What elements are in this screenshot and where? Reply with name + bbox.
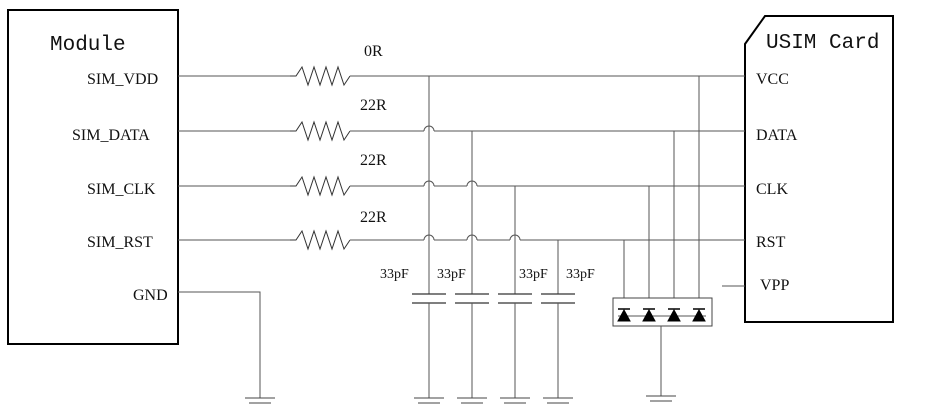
cap-value-clk: 33pF — [519, 267, 548, 282]
resistor-clk — [290, 175, 351, 197]
esd-package — [612, 297, 713, 327]
card-pin-vpp: VPP — [760, 277, 789, 294]
capacitor-data — [455, 131, 489, 404]
card-pin-vcc: VCC — [756, 71, 789, 88]
card-pin-data: DATA — [756, 127, 798, 144]
cap-value-data: 33pF — [437, 267, 466, 282]
resistor-data — [290, 120, 351, 142]
module-pin-gnd: GND — [133, 287, 168, 304]
module-pin-sim-rst: SIM_RST — [87, 234, 153, 251]
esd-diode-array — [612, 76, 713, 402]
card-pin-rst: RST — [756, 234, 786, 251]
module-pin-sim-data: SIM_DATA — [72, 127, 150, 144]
capacitor-vdd — [412, 76, 446, 404]
cap-value-vdd: 33pF — [380, 267, 409, 282]
esd-diode — [667, 308, 681, 322]
cap-value-rst: 33pF — [566, 267, 595, 282]
capacitor-clk — [498, 186, 532, 404]
module-gnd-net — [178, 291, 275, 404]
capacitor-rst — [541, 240, 575, 404]
module-block — [7, 9, 179, 345]
resistor-vdd — [290, 65, 351, 87]
resistor-value-clk: 22R — [360, 152, 387, 169]
resistor-value-rst: 22R — [360, 209, 387, 226]
usim-card-title: USIM Card — [766, 32, 879, 55]
module-title: Module — [50, 34, 126, 57]
module-pin-sim-vdd: SIM_VDD — [87, 71, 158, 88]
net-rst — [178, 229, 745, 251]
net-data — [178, 120, 745, 142]
net-clk — [178, 175, 745, 197]
resistor-rst — [290, 229, 351, 251]
usim-card-block — [744, 15, 894, 323]
net-vdd — [178, 65, 745, 87]
esd-diode — [617, 308, 631, 322]
esd-diode — [692, 308, 706, 322]
resistor-value-data: 22R — [360, 97, 387, 114]
esd-diode — [642, 308, 656, 322]
module-pin-sim-clk: SIM_CLK — [87, 181, 156, 198]
card-pin-clk: CLK — [756, 181, 788, 198]
resistor-value-vdd: 0R — [364, 43, 383, 60]
